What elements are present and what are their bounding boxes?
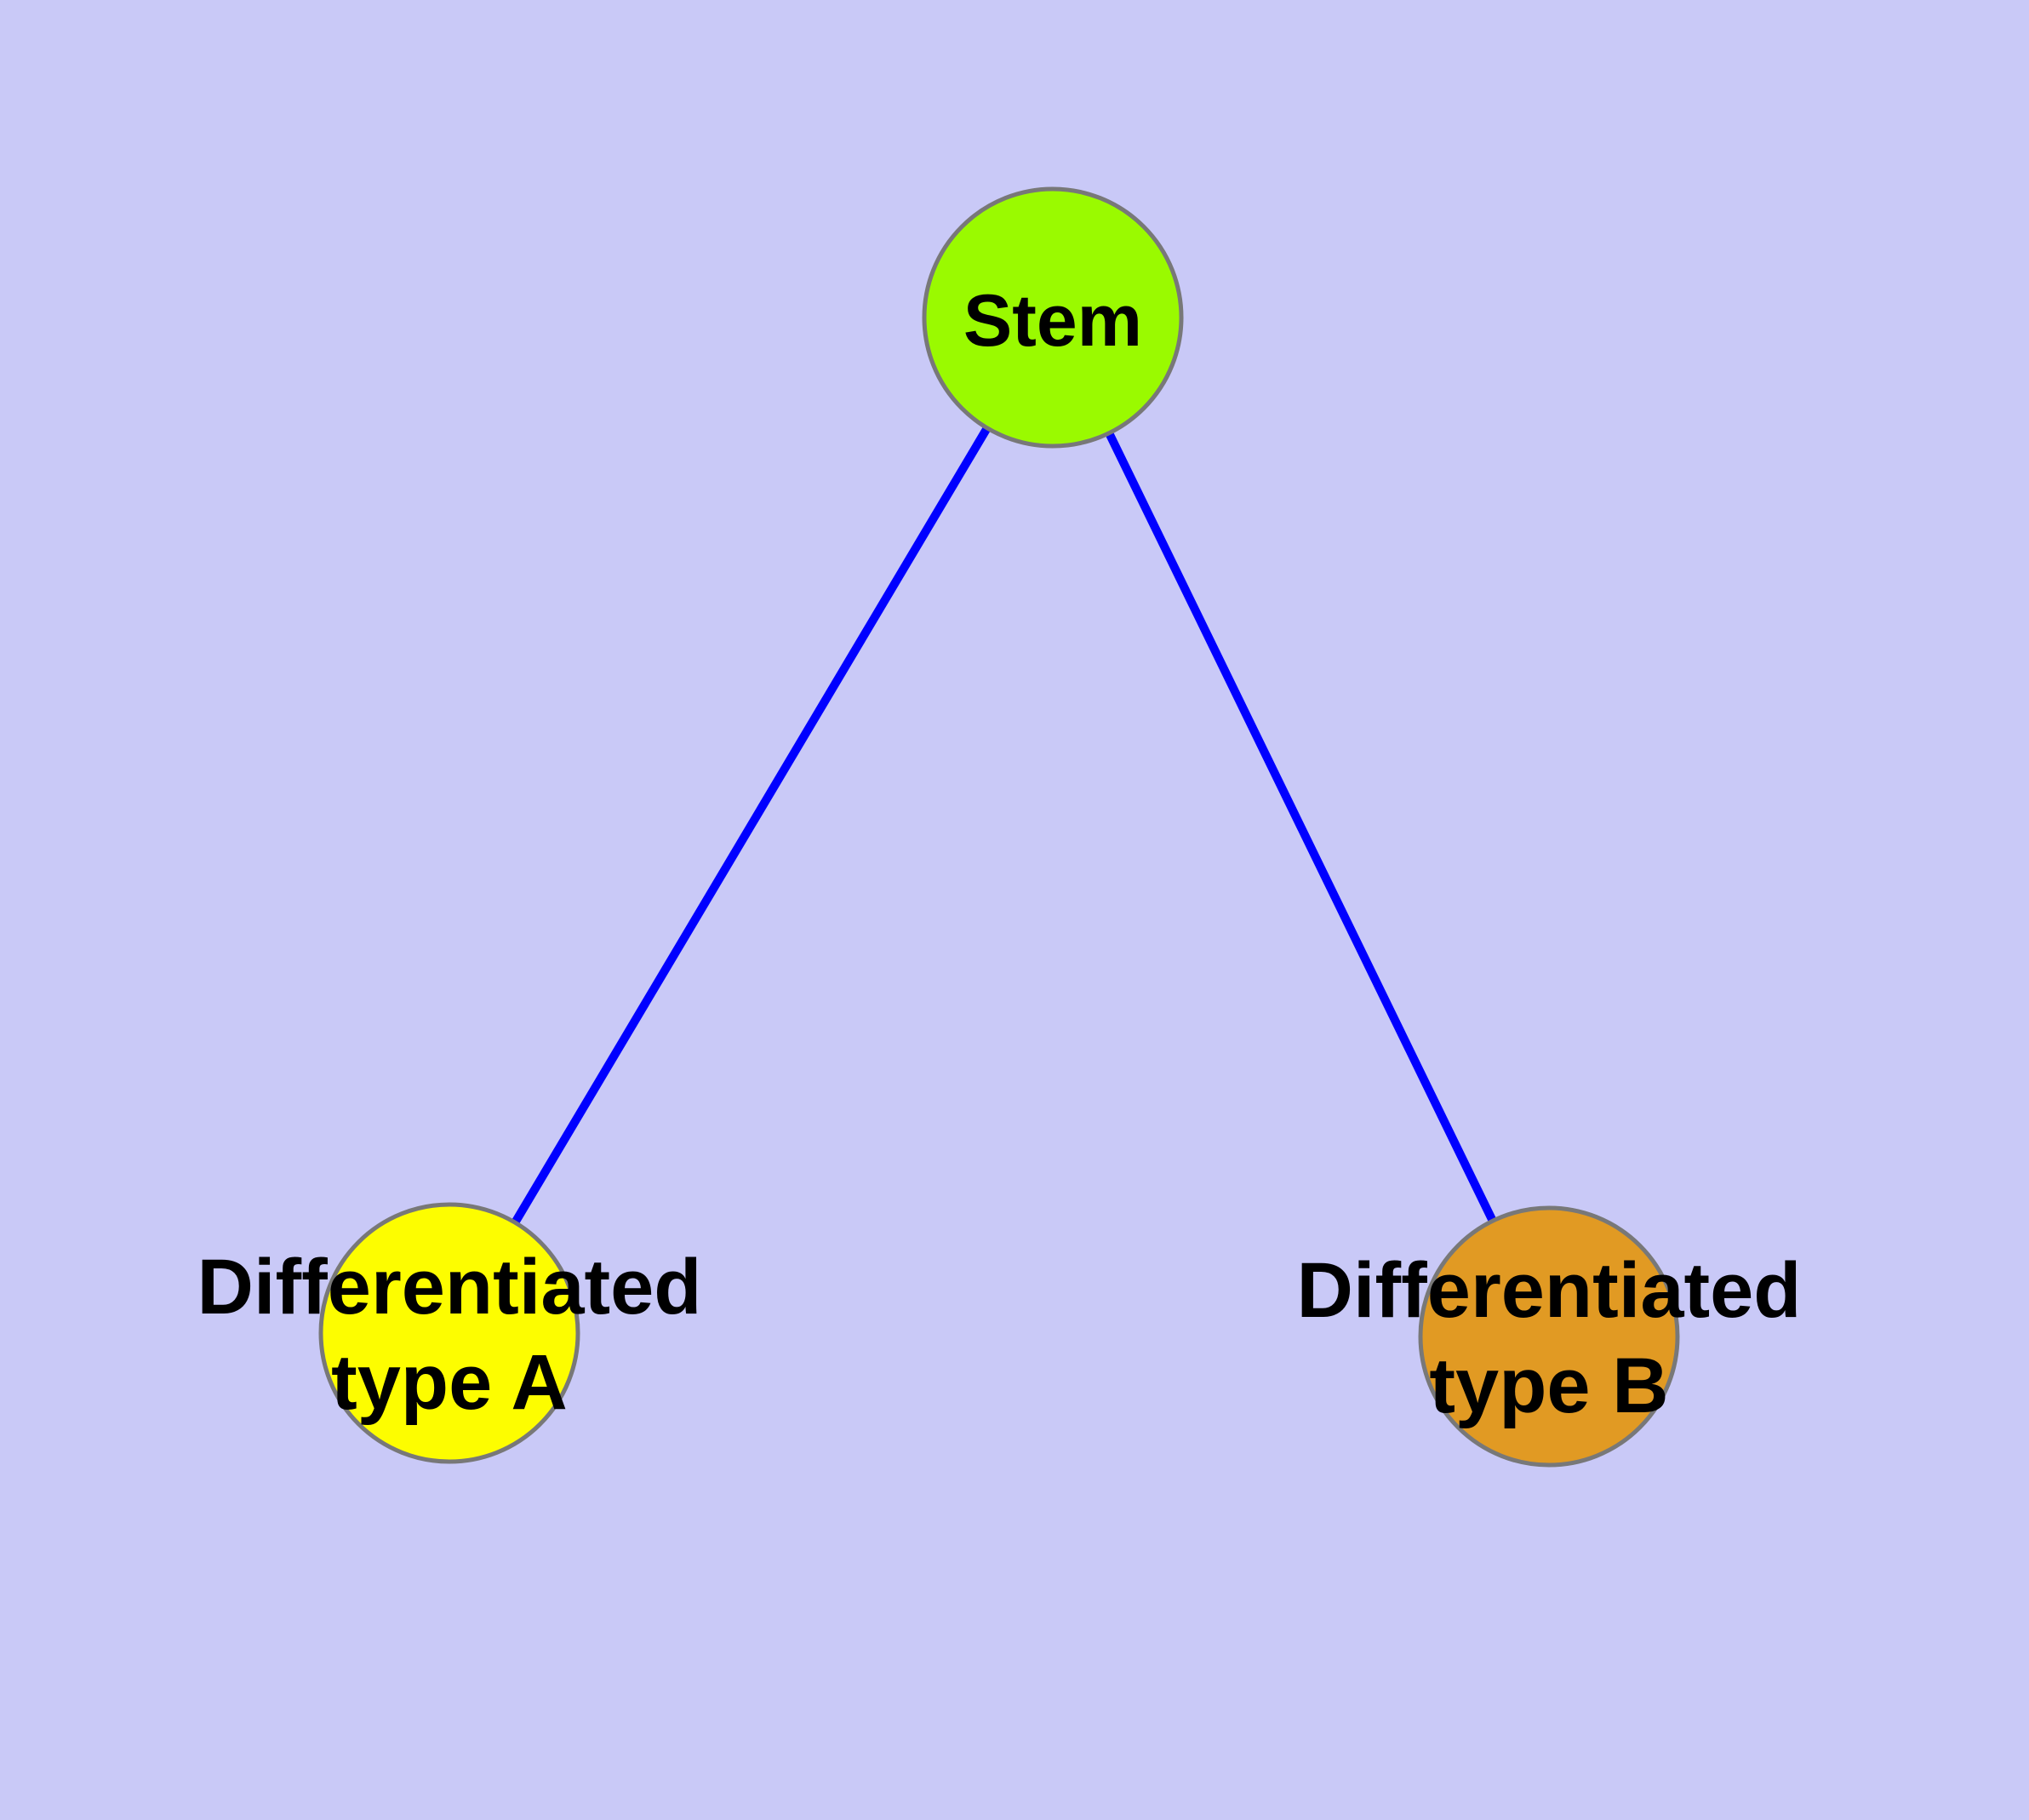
edge-stem-to-type-b — [1049, 315, 1553, 1339]
node-type-b-label-line1: Differentiated — [1297, 1247, 1802, 1334]
node-type-a-label-line1: Differentiated — [197, 1244, 702, 1331]
node-type-b-circle — [1418, 1205, 1680, 1468]
node-type-b-label-line2: type B — [1429, 1342, 1668, 1429]
node-type-a-circle — [318, 1202, 580, 1464]
node-stem-circle — [922, 186, 1184, 449]
node-stem-label: Stem — [963, 280, 1142, 362]
node-type-a-label-line2: type A — [331, 1339, 568, 1426]
edge-stem-to-type-a — [445, 315, 1057, 1336]
